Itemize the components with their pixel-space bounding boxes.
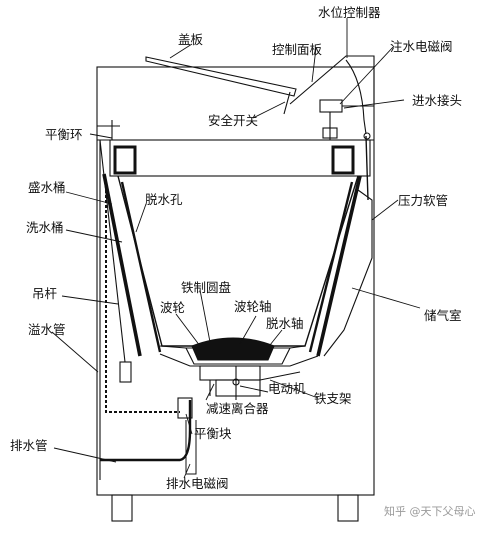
- overflow-pipe: [105, 180, 180, 413]
- label-drain-valve: 排水电磁阀: [166, 476, 229, 491]
- left-foot: [111, 494, 133, 522]
- label-suspension-rod: 吊杆: [32, 286, 58, 301]
- label-wash-tub: 洗水桶: [26, 220, 64, 235]
- label-reduction-clutch: 减速离合器: [206, 401, 269, 416]
- label-inlet-valve: 注水电磁阀: [390, 39, 453, 54]
- cast-iron-disc: [185, 347, 291, 365]
- balance-ring-right-block: [331, 145, 355, 175]
- iron-bracket: [259, 371, 301, 381]
- balance-ring: [109, 139, 371, 177]
- label-cast-iron-disc: 铁制圆盘: [181, 280, 232, 295]
- air-chamber: [323, 189, 373, 357]
- label-dewater-shaft: 脱水轴: [266, 316, 304, 331]
- reduction-clutch: [199, 365, 261, 381]
- label-motor: 电动机: [268, 381, 306, 396]
- right-foot: [337, 494, 359, 522]
- outer-tub-left: [102, 173, 142, 357]
- label-pulsator-shaft: 波轮轴: [234, 299, 272, 314]
- label-control-panel: 控制面板: [272, 42, 323, 57]
- pulsator: [191, 337, 275, 361]
- motor-body: [215, 379, 261, 397]
- lid-board: [145, 56, 297, 97]
- cabinet-outline: [96, 66, 375, 496]
- water-level-controller-wire: [345, 59, 367, 135]
- safety-switch-lever: [283, 91, 291, 115]
- label-water-level-controller: 水位控制器: [318, 5, 381, 20]
- balance-block: [177, 397, 193, 419]
- label-air-chamber: 储气室: [424, 308, 462, 323]
- drain-pipe: [100, 400, 192, 462]
- label-iron-bracket: 铁支架: [314, 391, 352, 406]
- suspension-spring: [119, 361, 132, 383]
- label-pressure-hose: 压力软管: [398, 193, 449, 208]
- label-dewater-holes: 脱水孔: [145, 192, 183, 207]
- watermark: 知乎 @天下父母心: [384, 505, 476, 518]
- wash-basket-right-inner: [308, 181, 354, 353]
- suspension-rod-left: [99, 139, 126, 363]
- label-outer-tub: 盛水桶: [28, 180, 66, 195]
- inlet-valve-box: [319, 99, 343, 113]
- wash-basket-left-inner: [120, 181, 162, 353]
- label-safety-switch: 安全开关: [208, 113, 259, 128]
- drain-valve-connection: [185, 420, 197, 475]
- control-panel-outline: [289, 55, 375, 105]
- label-balance-ring: 平衡环: [45, 127, 83, 142]
- label-pulsator: 波轮: [160, 300, 186, 315]
- label-inlet-joint: 进水接头: [412, 93, 463, 108]
- label-balance-block: 平衡块: [194, 426, 232, 441]
- pressure-hose: [365, 135, 369, 201]
- label-overflow-pipe: 溢水管: [28, 322, 66, 337]
- label-drain-pipe: 排水管: [10, 438, 48, 453]
- balance-ring-left-block: [113, 145, 137, 175]
- label-lid: 盖板: [178, 32, 204, 47]
- outer-tub-right: [316, 175, 362, 357]
